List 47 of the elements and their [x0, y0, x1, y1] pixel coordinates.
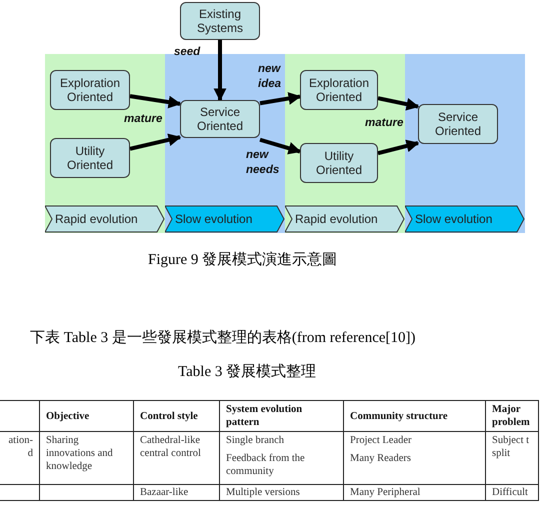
- edge-label: seed: [174, 45, 202, 60]
- table-cell-text: Many Readers: [350, 452, 412, 465]
- column-header: Objective: [46, 410, 90, 422]
- arrow: [130, 134, 182, 151]
- arrow: [378, 140, 420, 156]
- edge-label: mature: [124, 112, 164, 127]
- process-box: Utility Oriented: [50, 138, 130, 178]
- chevron-label: Slow evolution: [405, 205, 525, 233]
- phase-band: [285, 54, 405, 233]
- table-cell-text: Single branch: [226, 434, 286, 447]
- table-caption: Table 3 發展模式整理: [178, 362, 316, 381]
- process-box: Service Oriented: [180, 100, 260, 138]
- phase-band: [405, 54, 525, 233]
- process-box: Exploration Oriented: [300, 70, 378, 110]
- chevron-label: Rapid evolution: [285, 205, 405, 233]
- table-cell-text: Difficult: [492, 486, 529, 499]
- table-cell-text: Many Peripheral: [350, 486, 422, 499]
- figure-caption: Figure 9 發展模式演進示意圖: [148, 250, 338, 269]
- process-box: Service Oriented: [418, 104, 498, 144]
- table-cell-text: Bazaar-like: [140, 486, 190, 499]
- edge-label: mature: [365, 116, 404, 131]
- column-header: System evolution pattern: [226, 403, 304, 429]
- arrow: [259, 138, 302, 154]
- table-cell-text: Project Leader: [350, 434, 413, 447]
- chevron-label: Rapid evolution: [45, 205, 165, 233]
- table-cell-text: Multiple versions: [226, 486, 301, 499]
- edge-label: new needs: [246, 148, 280, 178]
- table-cell-text: Feedback from the community: [226, 452, 306, 478]
- process-box: Exploration Oriented: [50, 70, 130, 110]
- arrow: [378, 96, 420, 110]
- table-cell-text: ation- d: [8, 434, 33, 460]
- column-header: Control style: [140, 410, 199, 422]
- column-header: Major problem: [492, 403, 531, 429]
- column-header: Community structure: [350, 410, 449, 422]
- edge-label: new idea: [258, 62, 282, 92]
- table-cell-text: Sharing innovations and knowledge: [46, 434, 114, 473]
- chevron-label: Slow evolution: [165, 205, 285, 233]
- process-box: Utility Oriented: [300, 143, 378, 183]
- arrow: [130, 94, 182, 108]
- phase-band: [165, 54, 285, 233]
- phase-band: [45, 54, 165, 233]
- table-cell-text: Subject t split: [492, 434, 530, 460]
- arrow: [214, 40, 226, 102]
- table-cell-text: Cathedral-like central control: [140, 434, 202, 460]
- arrow: [260, 92, 302, 106]
- body-text: 下表 Table 3 是一些發展模式整理的表格(from reference[10]): [30, 328, 416, 347]
- process-box: Existing Systems: [180, 2, 260, 40]
